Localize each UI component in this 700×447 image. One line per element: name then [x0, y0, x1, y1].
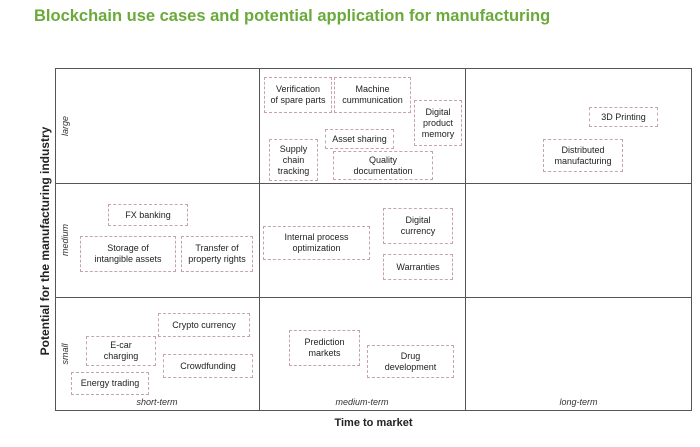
- x-axis-label: Time to market: [334, 417, 413, 429]
- use-case-verification-spare-parts: Verification of spare parts: [264, 77, 332, 113]
- use-case-distributed-manufacturing: Distributed manufacturing: [543, 139, 623, 172]
- use-case-fx-banking: FX banking: [108, 204, 188, 226]
- use-case-3d-printing: 3D Printing: [589, 107, 658, 127]
- use-case-drug-development: Drug development: [367, 345, 454, 378]
- use-case-digital-product-memory: Digital product memory: [414, 100, 462, 146]
- row-divider: [56, 297, 691, 298]
- column-divider: [465, 69, 466, 410]
- use-case-prediction-markets: Prediction markets: [289, 330, 360, 366]
- column-label-medium-term: medium-term: [335, 397, 389, 407]
- use-case-transfer-property-rights: Transfer of property rights: [181, 236, 253, 272]
- use-case-warranties: Warranties: [383, 254, 453, 280]
- row-label-medium: medium: [60, 224, 70, 257]
- use-case-internal-process-optimization: Internal process optimization: [263, 226, 370, 260]
- use-case-supply-chain-tracking: Supply chain tracking: [269, 139, 318, 181]
- use-case-quality-documentation: Quality documentation: [333, 151, 433, 180]
- row-label-large: large: [60, 116, 70, 137]
- use-case-energy-trading: Energy trading: [71, 372, 149, 395]
- use-case-digital-currency: Digital currency: [383, 208, 453, 244]
- column-label-long-term: long-term: [559, 397, 598, 407]
- column-label-short-term: short-term: [136, 397, 178, 407]
- use-case-asset-sharing: Asset sharing: [325, 129, 394, 149]
- use-case-machine-communication: Machine cummunication: [334, 77, 411, 113]
- column-divider: [259, 69, 260, 410]
- y-axis-label: Potential for the manufacturing industry: [38, 126, 52, 356]
- use-case-e-car-charging: E-car charging: [86, 336, 156, 366]
- use-case-storage-intangible-assets: Storage of intangible assets: [80, 236, 176, 272]
- diagram-title: Blockchain use cases and potential appli…: [34, 7, 551, 25]
- matrix-grid: [55, 68, 692, 411]
- use-case-crowdfunding: Crowdfunding: [163, 354, 253, 378]
- use-case-crypto-currency: Crypto currency: [158, 313, 250, 337]
- row-divider: [56, 183, 691, 184]
